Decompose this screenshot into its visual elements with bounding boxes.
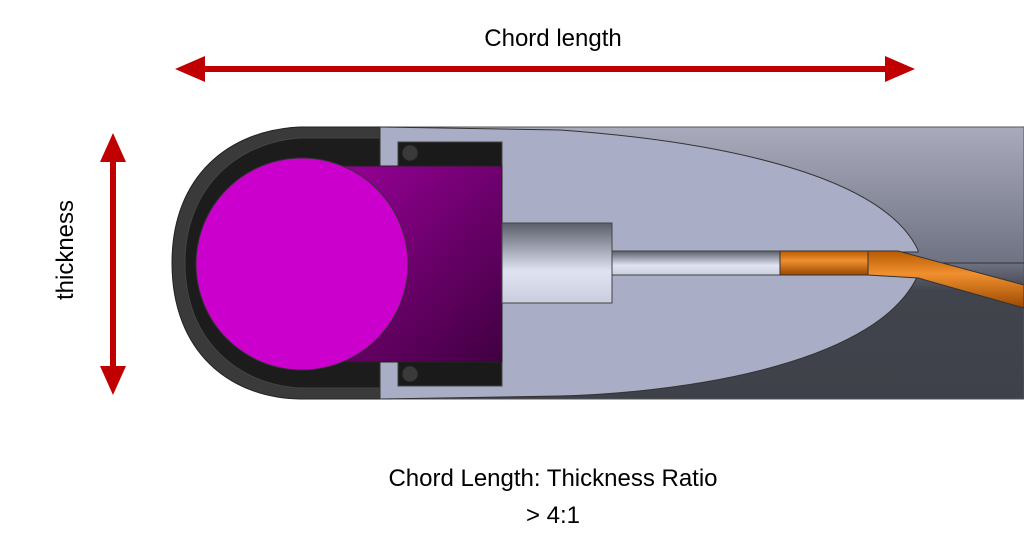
tube-bent bbox=[867, 250, 1024, 309]
tube bbox=[779, 250, 871, 276]
ratio-value: > 4:1 bbox=[526, 502, 580, 529]
chord-length-arrow bbox=[175, 56, 915, 82]
chord-length-label: Chord length bbox=[484, 25, 621, 52]
rod bbox=[611, 250, 781, 276]
magenta-core bbox=[195, 157, 409, 371]
cylinder bbox=[501, 222, 613, 304]
ratio-label: Chord Length: Thickness Ratio bbox=[388, 465, 717, 492]
thickness-label: thickness bbox=[52, 200, 79, 300]
thickness-arrow bbox=[100, 133, 126, 395]
